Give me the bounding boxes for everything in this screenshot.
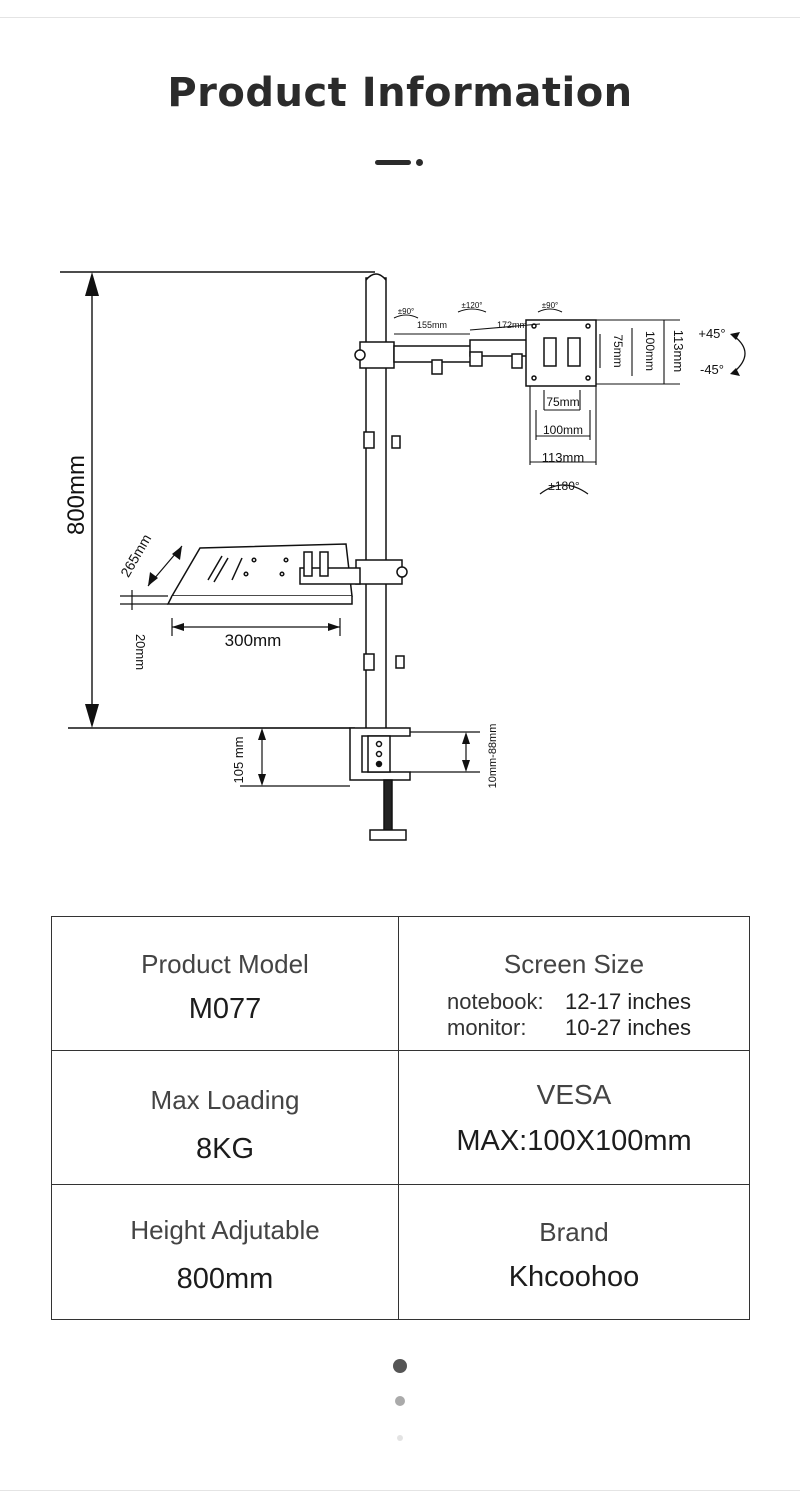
- max-loading-value: 8KG: [195, 1133, 255, 1165]
- spec-cell-height-adjustable: Height Adjutable 800mm: [52, 1185, 399, 1319]
- spec-cell-vesa: VESA MAX:100X100mm: [399, 1051, 749, 1184]
- vesa-100-vertical-label: 100mm: [643, 331, 657, 371]
- spec-cell-screen-size: Screen Size notebook: 12-17 inches monit…: [399, 917, 749, 1050]
- notebook-key: notebook:: [447, 989, 544, 1014]
- pagination-dot-active[interactable]: [393, 1359, 407, 1373]
- vesa-value: MAX:100X100mm: [456, 1125, 692, 1157]
- height-adjustable-label: Height Adjutable: [130, 1215, 320, 1245]
- spec-row: Product Model M077 Screen Size notebook:…: [52, 917, 749, 1051]
- monitor-value: 10-27 inches: [565, 1015, 691, 1040]
- total-height-label: 800mm: [63, 455, 90, 535]
- screen-size-label: Screen Size: [503, 949, 645, 979]
- bottom-divider: [0, 1490, 800, 1491]
- spec-row: Height Adjutable 800mm Brand Khcoohoo: [52, 1185, 749, 1319]
- monitor-key: monitor:: [447, 1015, 527, 1040]
- spec-row: Max Loading 8KG VESA MAX:100X100mm: [52, 1051, 749, 1185]
- brand-value: Khcoohoo: [508, 1261, 640, 1293]
- notebook-value: 12-17 inches: [565, 989, 691, 1014]
- height-adjustable-value: 800mm: [176, 1263, 274, 1295]
- title-underline-dot: [416, 159, 423, 166]
- product-dimension-diagram: 800mm: [0, 250, 800, 860]
- pagination-dot[interactable]: [395, 1396, 405, 1406]
- page-title: Product Information: [167, 70, 633, 116]
- title-underline: [375, 160, 411, 165]
- arm-segment-2-label: 172mm: [497, 320, 527, 330]
- clamp-height-label: 105 mm: [231, 737, 246, 784]
- vesa-75-horizontal-label: 75mm: [546, 395, 579, 409]
- spec-table: Product Model M077 Screen Size notebook:…: [51, 916, 750, 1320]
- brand-label: Brand: [539, 1217, 609, 1247]
- vesa-100-horizontal-label: 100mm: [543, 423, 583, 437]
- vesa-label: VESA: [536, 1079, 612, 1110]
- arm-segment-1-label: 155mm: [417, 320, 447, 330]
- product-model-label: Product Model: [141, 949, 309, 979]
- spec-cell-max-loading: Max Loading 8KG: [52, 1051, 399, 1184]
- product-model-value: M077: [188, 993, 262, 1025]
- tilt-up-label: +45°: [698, 326, 725, 341]
- clamp-range-label: 10mm-88mm: [487, 724, 499, 789]
- vesa-75-vertical-label: 75mm: [611, 334, 625, 367]
- tray-depth-label: 265mm: [117, 531, 154, 579]
- tray-thickness-label: 20mm: [133, 634, 148, 670]
- rotate-2-label: ±120°: [462, 301, 483, 310]
- tray-width-label: 300mm: [225, 631, 282, 650]
- top-divider: [0, 17, 800, 18]
- vesa-113-horizontal-label: 113mm: [542, 450, 584, 465]
- spec-cell-product-model: Product Model M077: [52, 917, 399, 1050]
- swivel-label: ±180°: [548, 479, 580, 493]
- rotate-3-label: ±90°: [542, 301, 559, 310]
- tilt-down-label: -45°: [700, 362, 724, 377]
- pagination-dot[interactable]: [397, 1435, 403, 1441]
- screen-size-values: notebook: 12-17 inches monitor: 10-27 in…: [399, 989, 749, 1041]
- vesa-113-vertical-label: 113mm: [671, 330, 686, 372]
- rotate-1-label: ±90°: [398, 307, 415, 316]
- spec-cell-brand: Brand Khcoohoo: [399, 1185, 749, 1319]
- max-loading-label: Max Loading: [150, 1085, 300, 1115]
